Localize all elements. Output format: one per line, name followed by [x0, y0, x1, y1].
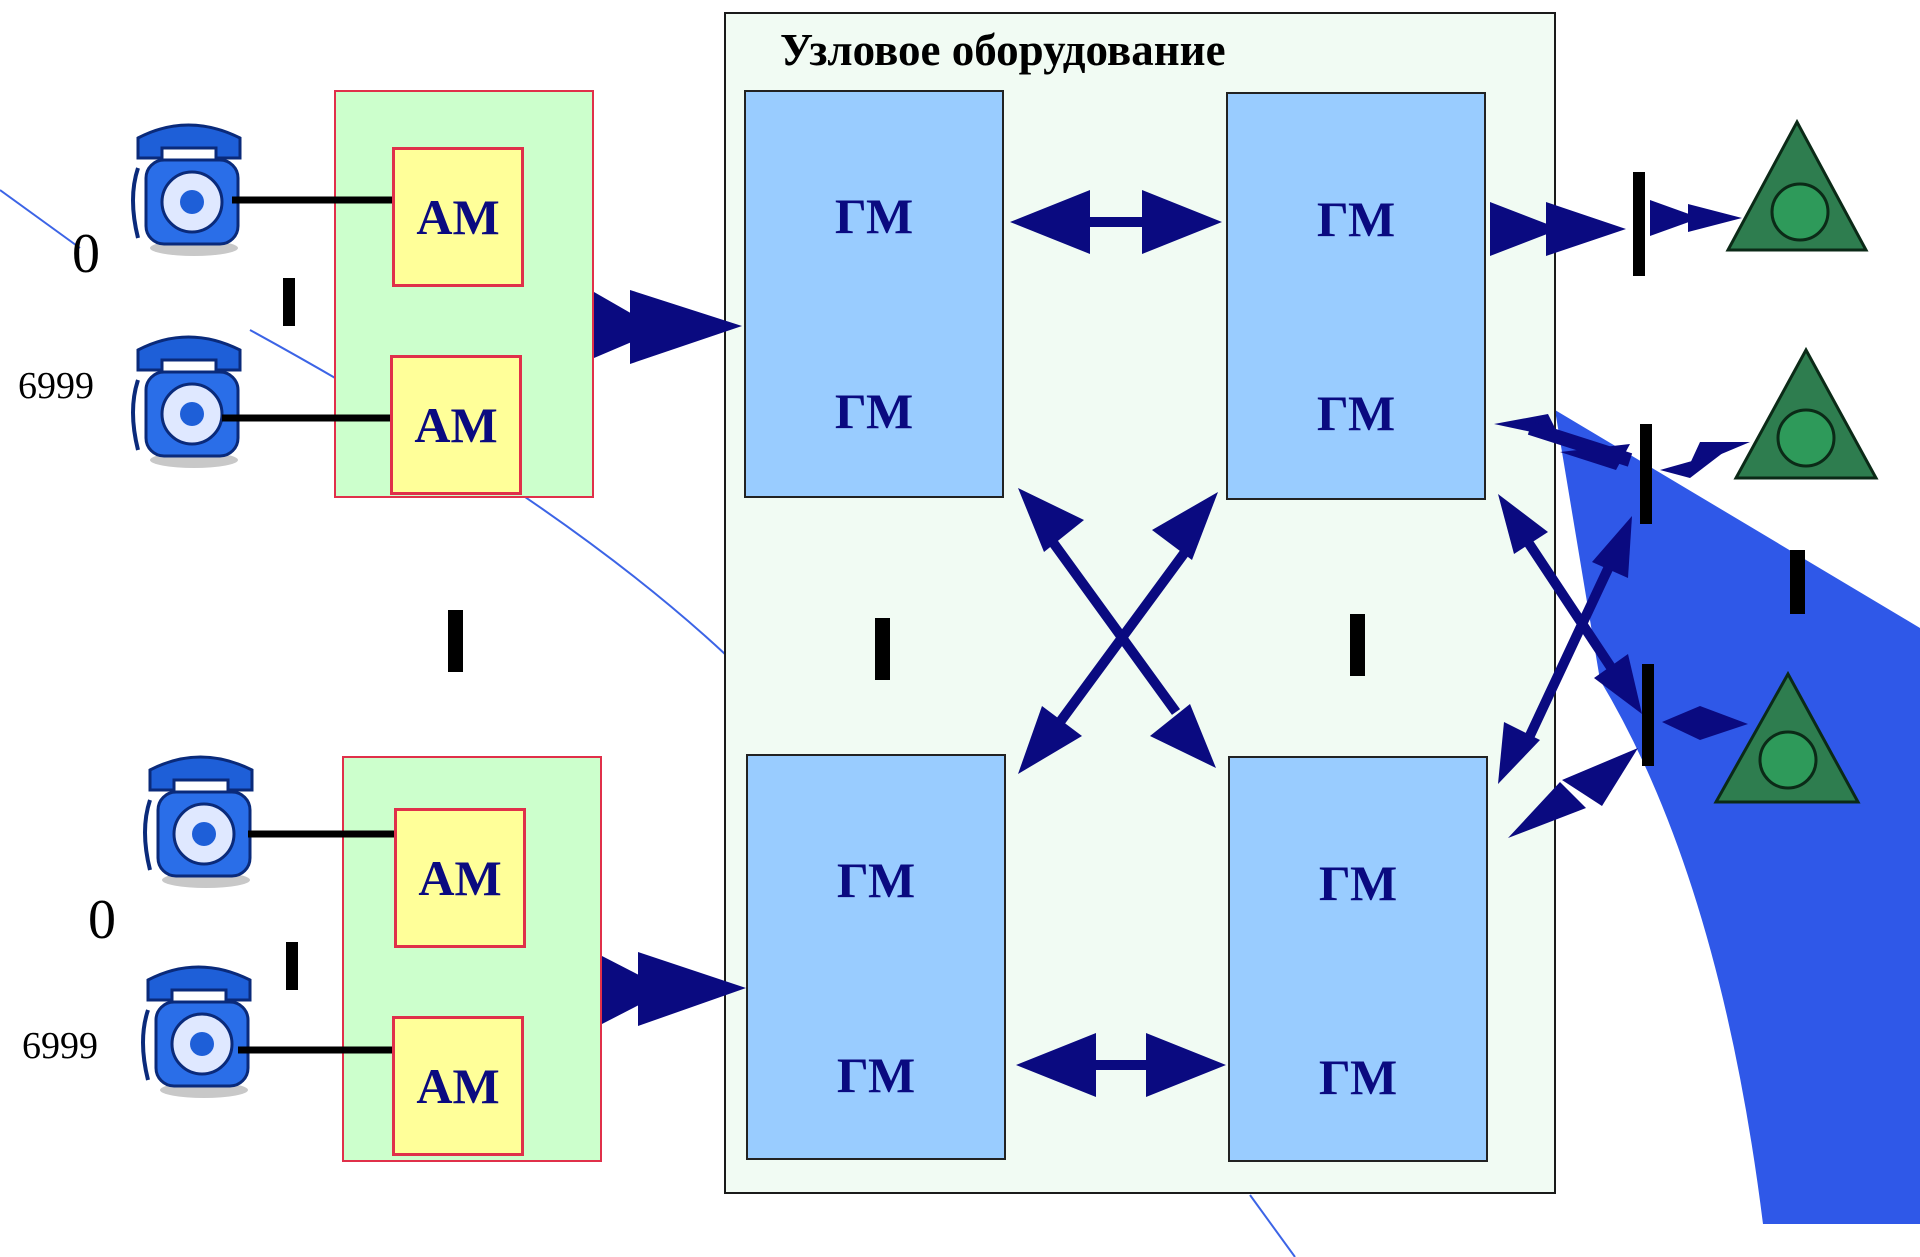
gm-block-bottom-left: ГМ ГМ — [746, 754, 1006, 1160]
am-module: АМ — [392, 147, 524, 287]
gm-label: ГМ — [834, 188, 914, 244]
ellipsis-marker — [448, 610, 463, 672]
ellipsis-marker — [286, 942, 298, 990]
gm-block-top-right: ГМ ГМ — [1226, 92, 1486, 500]
gm-label: ГМ — [834, 383, 914, 439]
decor-wedge — [1555, 410, 1920, 1224]
telephone-icon — [131, 335, 242, 468]
range-start-label: 0 — [88, 889, 116, 951]
telephone-icon — [131, 123, 242, 256]
am-module: АМ — [394, 808, 526, 948]
telephone-icon — [141, 965, 252, 1098]
range-end-label: 6999 — [18, 365, 94, 407]
am-module: АМ — [392, 1016, 524, 1156]
gm-label: ГМ — [836, 852, 916, 908]
gm-label: ГМ — [1318, 1049, 1398, 1105]
am-module: АМ — [390, 355, 522, 495]
gm-label: ГМ — [1318, 855, 1398, 911]
gm-block-top-left: ГМ ГМ — [744, 90, 1004, 498]
telephone-icon — [143, 755, 254, 888]
decor-line-left — [0, 189, 81, 249]
ellipsis-marker — [1790, 550, 1805, 614]
ellipsis-marker — [1350, 614, 1365, 676]
ellipsis-marker — [875, 618, 890, 680]
node-equipment-title: Узловое оборудование — [780, 25, 1226, 75]
range-start-label: 0 — [72, 223, 100, 285]
gm-label: ГМ — [1316, 385, 1396, 441]
decor-line-bottom — [1249, 1194, 1296, 1257]
ellipsis-marker — [283, 278, 295, 326]
gm-block-bottom-right: ГМ ГМ — [1228, 756, 1488, 1162]
gm-label: ГМ — [836, 1047, 916, 1103]
gm-label: ГМ — [1316, 191, 1396, 247]
range-end-label: 6999 — [22, 1025, 98, 1067]
